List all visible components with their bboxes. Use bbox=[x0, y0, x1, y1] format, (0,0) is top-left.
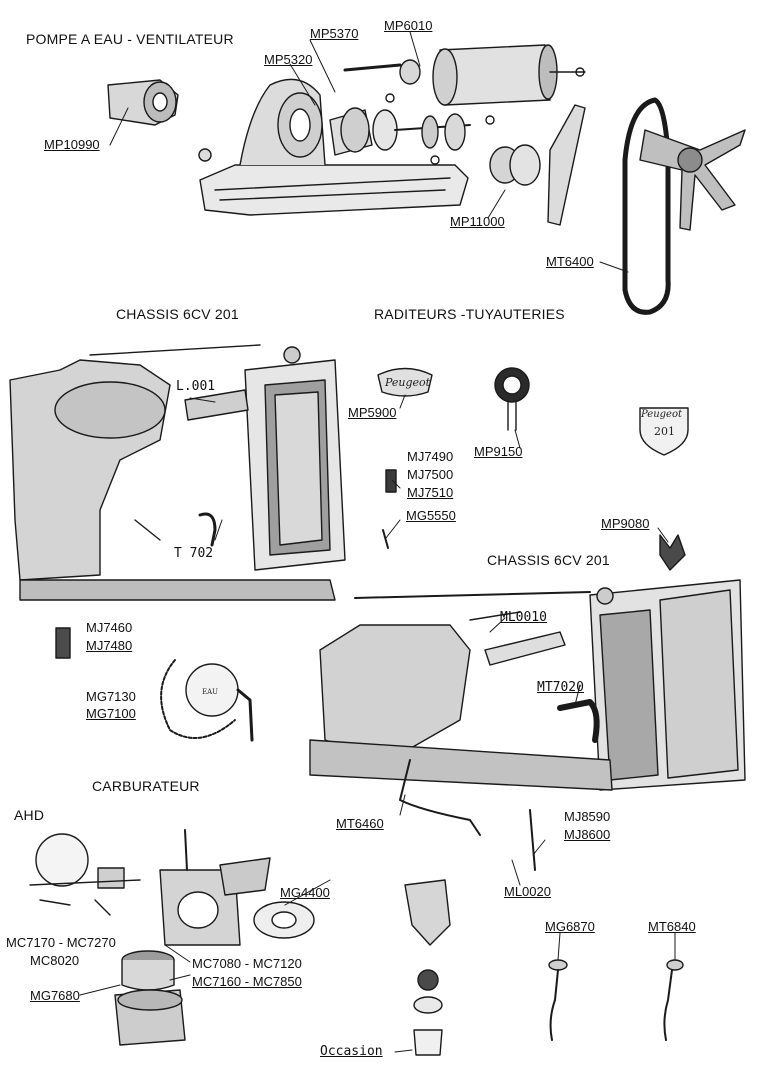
part-label-l001: L.001 bbox=[176, 379, 216, 394]
part-label-mp9080: MP9080 bbox=[601, 516, 650, 531]
part-label-ml0010: ML0010 bbox=[500, 610, 547, 625]
part-label-mp5370: MP5370 bbox=[310, 26, 359, 41]
shield-text-brand: Peugeot bbox=[641, 409, 682, 420]
part-label-mg7100: MG7100 bbox=[86, 706, 136, 721]
part-label-ml0020: ML0020 bbox=[504, 884, 551, 899]
part-label-mj7490: MJ7490 bbox=[407, 449, 454, 464]
part-label-mp6010: MP6010 bbox=[384, 18, 433, 33]
shield-text-model: 201 bbox=[654, 425, 675, 438]
part-label-mp5320: MP5320 bbox=[264, 52, 313, 67]
carburetor-exploded-drawing bbox=[29, 829, 315, 1046]
section-title-radiateurs: RADITEURS -TUYAUTERIES bbox=[374, 306, 565, 322]
mj7460-clip-drawing bbox=[55, 627, 71, 659]
part-label-mg4400: MG4400 bbox=[280, 885, 330, 900]
pump-housing-small-drawing bbox=[107, 79, 179, 126]
section-title-chassis-left: CHASSIS 6CV 201 bbox=[116, 306, 239, 322]
section-title-pompe: POMPE A EAU - VENTILATEUR bbox=[26, 31, 234, 47]
peugeot-badge-drawing bbox=[377, 367, 433, 397]
part-label-mp11000: MP11000 bbox=[450, 214, 505, 229]
part-label-mj8590: MJ8590 bbox=[564, 809, 611, 824]
part-label-occasion: Occasion bbox=[320, 1044, 383, 1059]
part-label-mj7510: MJ7510 bbox=[407, 485, 454, 500]
part-label-mc8020: MC8020 bbox=[30, 953, 80, 968]
section-title-chassis-right: CHASSIS 6CV 201 bbox=[487, 552, 610, 568]
part-label-mj7460: MJ7460 bbox=[86, 620, 133, 635]
part-label-mj7480: MJ7480 bbox=[86, 638, 133, 653]
part-label-mc7170-mc7270: MC7170 - MC7270 bbox=[6, 935, 116, 950]
part-label-mj8600: MJ8600 bbox=[564, 827, 611, 842]
section-title-carburateur: CARBURATEUR bbox=[92, 778, 200, 794]
part-label-t702: T 702 bbox=[174, 546, 214, 561]
section-title-ahd: AHD bbox=[14, 807, 45, 823]
throttle-cable-drawing bbox=[663, 959, 684, 1041]
part-label-mg6870: MG6870 bbox=[545, 919, 595, 934]
float-chamber-drawing bbox=[404, 879, 451, 1056]
chassis-left-drawing bbox=[9, 344, 346, 601]
part-label-mt6400: MT6400 bbox=[546, 254, 594, 269]
part-label-mp10990: MP10990 bbox=[44, 137, 100, 152]
choke-cable-drawing bbox=[548, 959, 568, 1041]
part-label-mg7130: MG7130 bbox=[86, 689, 136, 704]
chassis-right-drawing bbox=[309, 579, 746, 871]
leader-lines bbox=[79, 31, 676, 1053]
part-label-mt6840: MT6840 bbox=[648, 919, 696, 934]
part-label-mc7080-mc7120: MC7080 - MC7120 bbox=[192, 956, 302, 971]
part-label-mg5550: MG5550 bbox=[406, 508, 456, 523]
peugeot-201-shield-drawing bbox=[639, 407, 689, 456]
mp9080-ornament-drawing bbox=[659, 534, 686, 571]
water-pump-assembly-drawing bbox=[198, 44, 586, 226]
mj-clip-drawing bbox=[385, 469, 397, 493]
part-label-mj7500: MJ7500 bbox=[407, 467, 454, 482]
mg-screw-drawing bbox=[382, 529, 389, 549]
part-label-mp5900: MP5900 bbox=[348, 405, 397, 420]
part-label-mc7160-mc7850: MC7160 - MC7850 bbox=[192, 974, 302, 989]
fan-belt-drawing bbox=[622, 97, 746, 315]
gauge-text: EAU bbox=[202, 688, 219, 696]
part-label-mt6460: MT6460 bbox=[336, 816, 384, 831]
part-label-mg7680: MG7680 bbox=[30, 988, 80, 1003]
part-label-mp9150: MP9150 bbox=[474, 444, 523, 459]
peugeot-badge-text: Peugeot bbox=[385, 376, 431, 389]
part-label-mt7020: MT7020 bbox=[537, 680, 584, 695]
radiator-cap-emblem-drawing bbox=[494, 367, 530, 431]
water-gauge-drawing bbox=[160, 659, 254, 742]
